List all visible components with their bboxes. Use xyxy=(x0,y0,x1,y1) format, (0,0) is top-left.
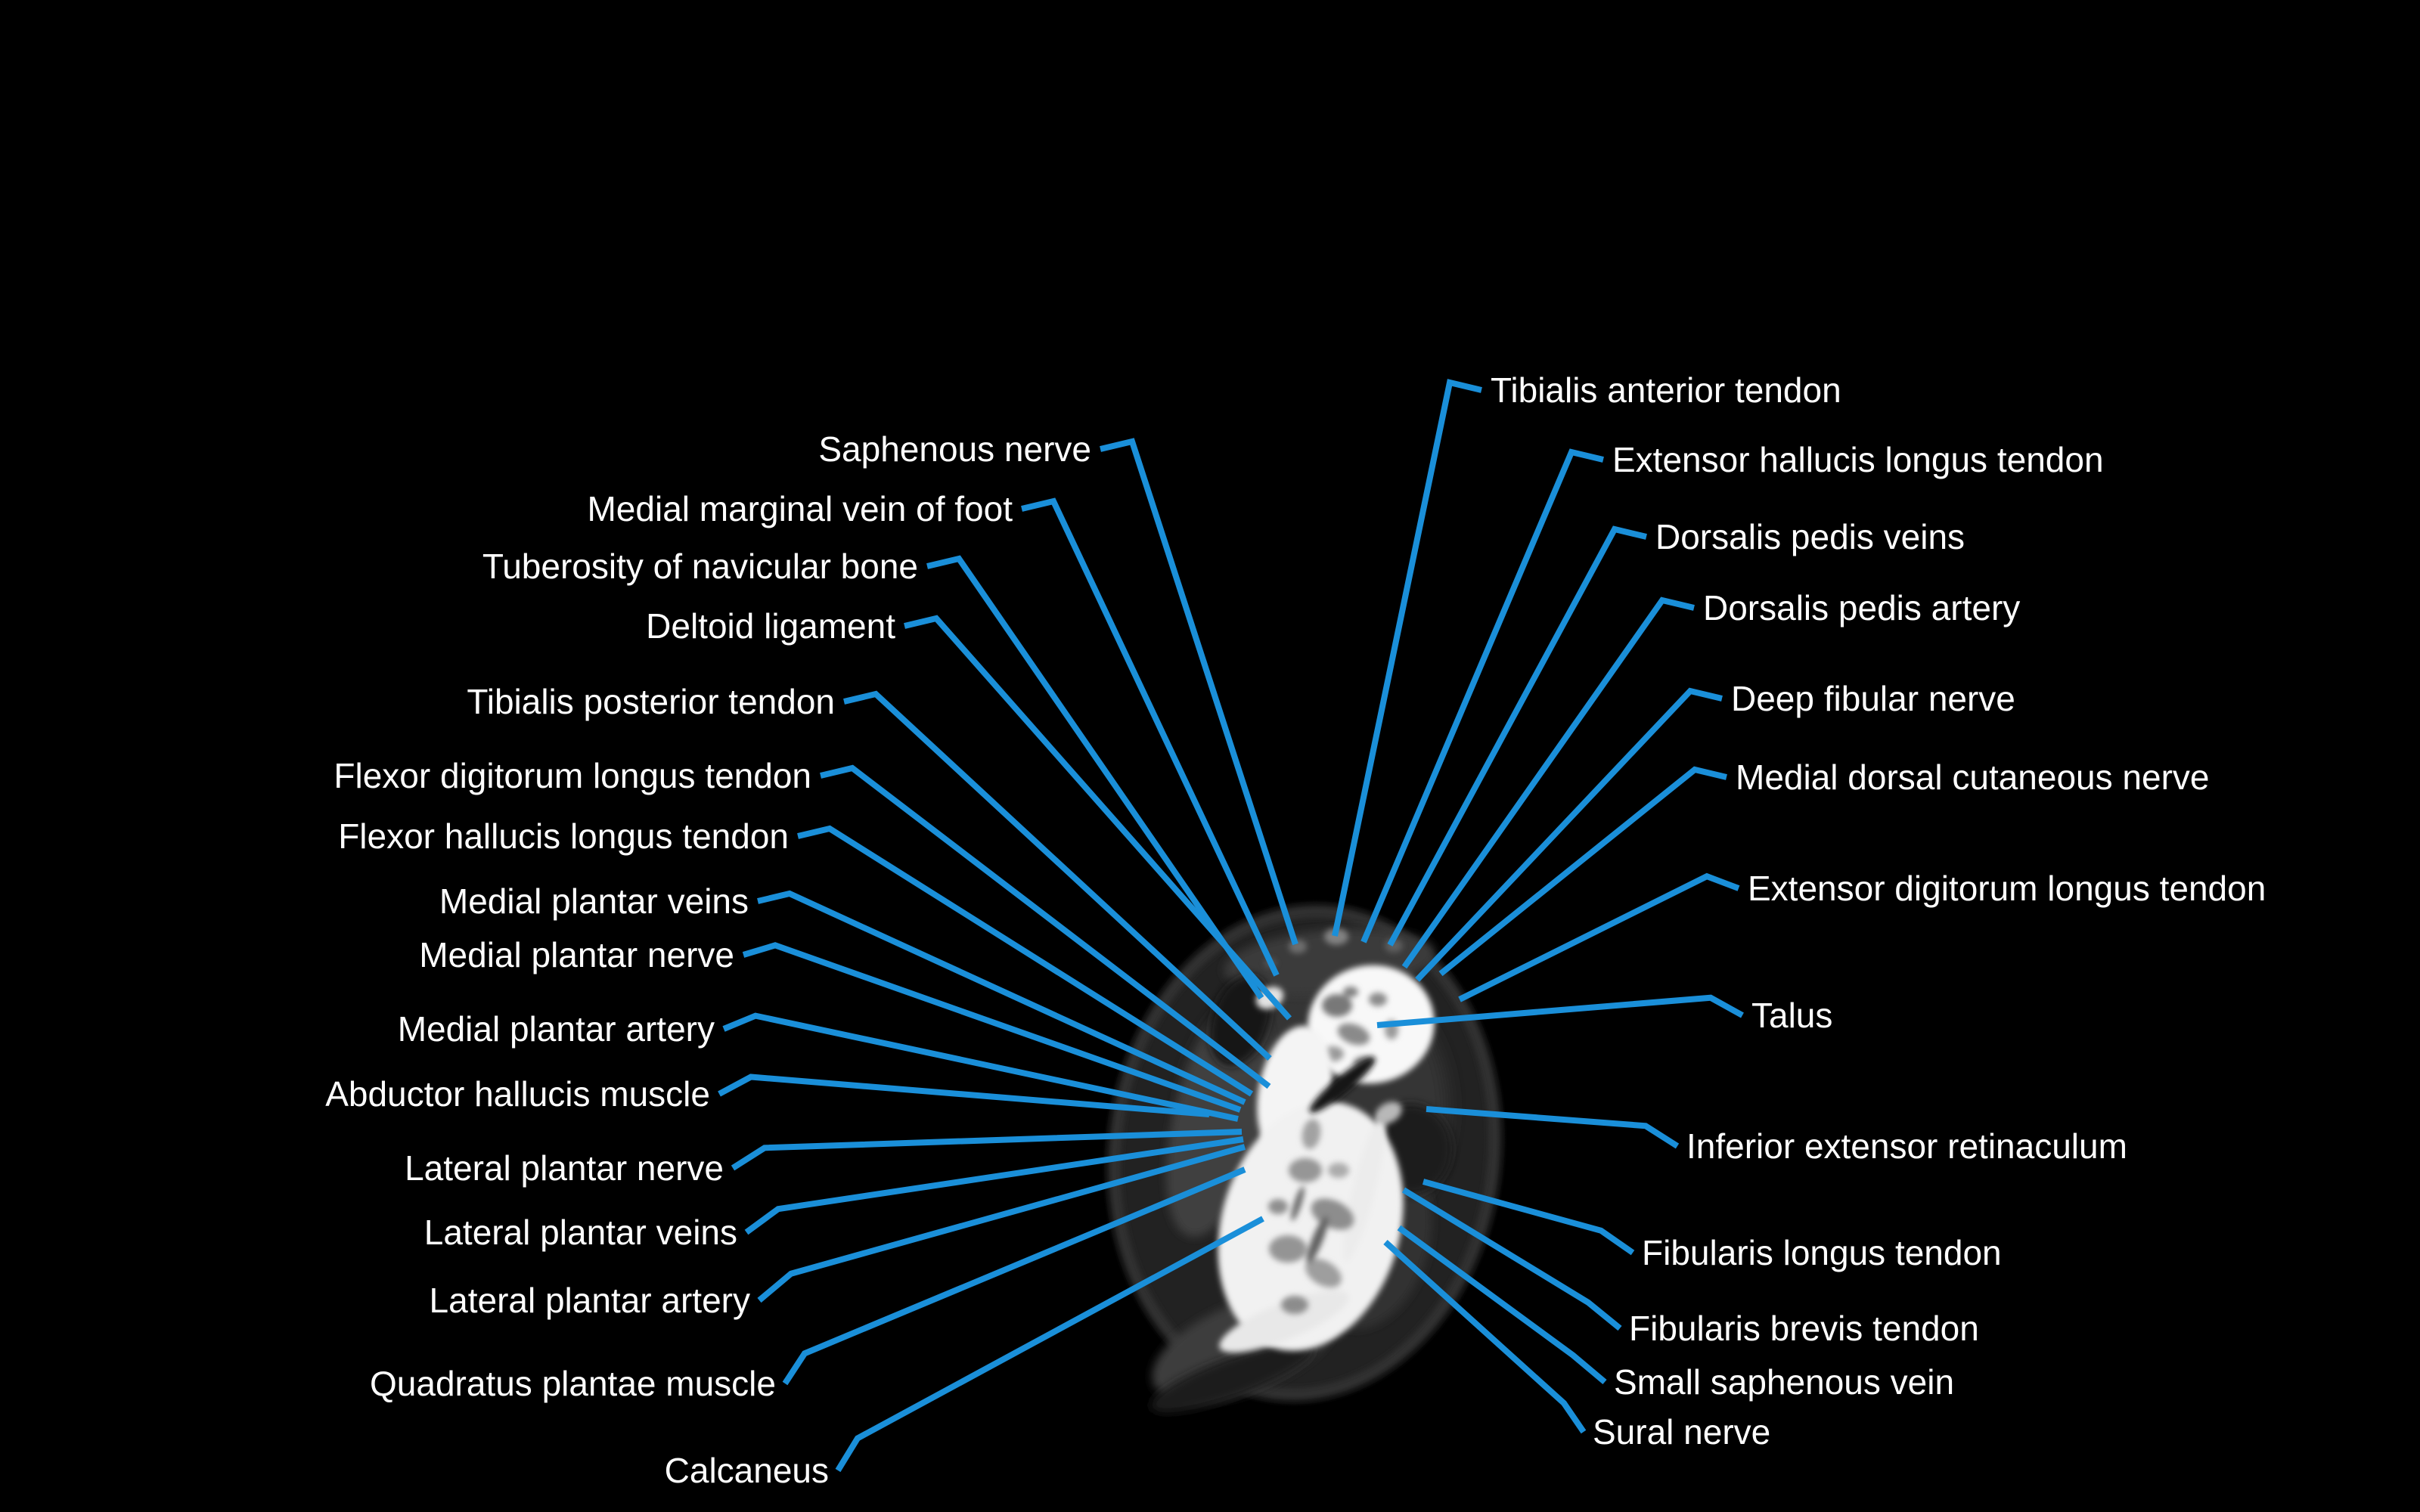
leader-line-sural-nerve xyxy=(1383,1240,1587,1434)
label-abductor-hallucis-muscle: Abductor hallucis muscle xyxy=(325,1074,710,1114)
label-deltoid-ligament: Deltoid ligament xyxy=(646,606,895,646)
leader-line-medial-plantar-artery xyxy=(722,1012,1239,1122)
leader-line-tuberosity-of-navicular-bone xyxy=(926,555,1264,1000)
label-deep-fibular-nerve: Deep fibular nerve xyxy=(1731,679,2015,718)
label-fibularis-brevis-tendon: Fibularis brevis tendon xyxy=(1629,1309,1979,1348)
leader-line-lateral-plantar-veins xyxy=(744,1136,1244,1235)
calcaneus-trabecular-texture xyxy=(1268,1119,1354,1314)
leader-line-lateral-plantar-nerve xyxy=(731,1129,1243,1171)
label-flexor-hallucis-longus-tendon: Flexor hallucis longus tendon xyxy=(338,816,789,856)
label-calcaneus: Calcaneus xyxy=(665,1451,829,1490)
skin-rim xyxy=(1110,907,1499,1399)
label-flexor-digitorum-longus-tendon: Flexor digitorum longus tendon xyxy=(334,756,811,795)
leader-line-medial-marginal-vein-of-foot xyxy=(1021,497,1280,977)
dorsal-tendon-dot-2 xyxy=(1324,928,1348,945)
label-medial-dorsal-cutaneous-nerve: Medial dorsal cutaneous nerve xyxy=(1736,758,2209,797)
label-medial-plantar-nerve: Medial plantar nerve xyxy=(419,935,734,974)
label-tibialis-anterior-tendon: Tibialis anterior tendon xyxy=(1491,370,1841,410)
label-talus: Talus xyxy=(1751,996,1832,1035)
leader-line-flexor-digitorum-longus-tendon xyxy=(820,764,1271,1089)
leader-line-abductor-hallucis-muscle xyxy=(718,1074,1210,1117)
leader-line-fibularis-longus-tendon xyxy=(1422,1179,1635,1256)
leader-line-inferior-extensor-retinaculum xyxy=(1426,1106,1680,1149)
label-tibialis-posterior-tendon: Tibialis posterior tendon xyxy=(467,682,835,721)
leader-line-deltoid-ligament xyxy=(904,615,1292,1021)
label-dorsalis-pedis-artery: Dorsalis pedis artery xyxy=(1703,588,2020,627)
leader-line-medial-dorsal-cutaneous-nerve xyxy=(1438,766,1727,977)
label-sural-nerve: Sural nerve xyxy=(1593,1412,1770,1452)
label-medial-marginal-vein-of-foot: Medial marginal vein of foot xyxy=(587,489,1013,528)
ct-scan-image xyxy=(1110,907,1499,1413)
leader-line-deep-fibular-nerve xyxy=(1415,687,1723,982)
leader-line-lateral-plantar-artery xyxy=(757,1144,1246,1303)
label-extensor-digitorum-longus-tendon: Extensor digitorum longus tendon xyxy=(1748,869,2266,908)
label-extensor-hallucis-longus-tendon: Extensor hallucis longus tendon xyxy=(1612,440,2104,479)
label-dorsalis-pedis-veins: Dorsalis pedis veins xyxy=(1655,517,1965,556)
leader-line-tibialis-posterior-tendon xyxy=(843,690,1272,1061)
label-medial-plantar-veins: Medial plantar veins xyxy=(439,881,749,921)
leader-line-flexor-hallucis-longus-tendon xyxy=(797,825,1254,1097)
fibularis-tendons-spot xyxy=(1375,1101,1402,1124)
label-tuberosity-of-navicular-bone: Tuberosity of navicular bone xyxy=(482,547,918,586)
label-saphenous-nerve: Saphenous nerve xyxy=(818,429,1091,469)
label-lateral-plantar-veins: Lateral plantar veins xyxy=(424,1213,737,1252)
calcaneus-bone-region xyxy=(1218,1025,1404,1353)
label-medial-plantar-artery: Medial plantar artery xyxy=(398,1009,715,1049)
label-quadratus-plantae-muscle: Quadratus plantae muscle xyxy=(370,1364,776,1403)
label-inferior-extensor-retinaculum: Inferior extensor retinaculum xyxy=(1686,1126,2127,1166)
label-small-saphenous-vein: Small saphenous vein xyxy=(1614,1362,1954,1402)
leader-line-extensor-hallucis-longus-tendon xyxy=(1360,448,1604,943)
leader-line-medial-plantar-veins xyxy=(757,890,1246,1105)
leader-line-tibialis-anterior-tendon xyxy=(1332,379,1482,937)
leader-line-small-saphenous-vein xyxy=(1397,1225,1607,1385)
leader-line-calcaneus xyxy=(835,1216,1264,1473)
leader-line-extensor-digitorum-longus-tendon xyxy=(1458,872,1740,1002)
leader-line-dorsalis-pedis-artery xyxy=(1401,596,1695,969)
leader-line-saphenous-nerve xyxy=(1100,438,1298,946)
label-fibularis-longus-tendon: Fibularis longus tendon xyxy=(1642,1233,2002,1272)
leader-line-fibularis-brevis-tendon xyxy=(1401,1187,1622,1331)
leader-line-dorsalis-pedis-veins xyxy=(1387,525,1647,947)
leader-lines-layer xyxy=(718,379,1744,1473)
leader-line-medial-plantar-nerve xyxy=(742,942,1242,1113)
label-lateral-plantar-artery: Lateral plantar artery xyxy=(430,1281,750,1320)
label-lateral-plantar-nerve: Lateral plantar nerve xyxy=(405,1148,724,1188)
leader-line-quadratus-plantae-muscle xyxy=(782,1167,1246,1386)
leader-line-talus xyxy=(1376,994,1744,1028)
subtalar-joint-space xyxy=(1309,1057,1376,1113)
